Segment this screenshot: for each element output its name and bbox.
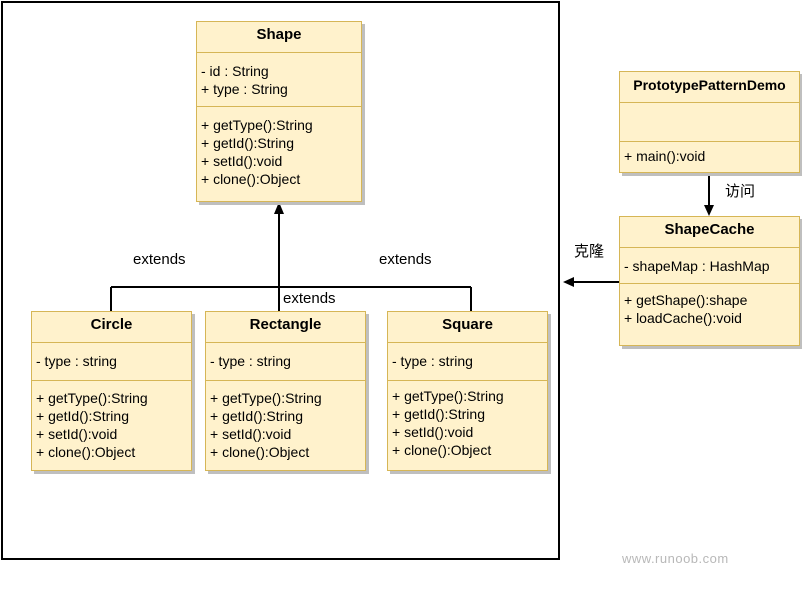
class-square-title: Square — [388, 312, 547, 343]
method: + getId():String — [36, 408, 129, 424]
attribute: - id : String — [201, 63, 269, 79]
attribute: - type : string — [36, 353, 117, 369]
class-circle: Circle - type : string + getType():Strin… — [31, 311, 192, 471]
method: + main():void — [624, 148, 706, 164]
method: + clone():Object — [392, 442, 492, 458]
method: + getShape():shape — [624, 292, 748, 308]
clone-label: 克隆 — [574, 242, 605, 260]
class-circle-methods: + getType():String + getId():String + se… — [32, 381, 191, 461]
class-circle-title: Circle — [32, 312, 191, 343]
method: + getId():String — [210, 408, 303, 424]
class-rectangle-attributes: - type : string — [206, 343, 365, 381]
attribute: + type : String — [201, 81, 288, 97]
extends-label-right: extends — [379, 251, 432, 268]
attribute: - shapeMap : HashMap — [624, 258, 770, 274]
attribute: - type : string — [210, 353, 291, 369]
method: + clone():Object — [201, 171, 301, 187]
class-cache-methods: + getShape():shape + loadCache():void — [620, 284, 799, 327]
class-shape-title: Shape — [197, 22, 361, 53]
class-shape-attributes: - id : String + type : String — [197, 53, 361, 107]
watermark: www.runoob.com — [622, 551, 729, 566]
diagram-frame — [1, 1, 560, 560]
method: + loadCache():void — [624, 310, 742, 326]
class-shape-cache: ShapeCache - shapeMap : HashMap + getSha… — [619, 216, 800, 346]
method: + setId():void — [36, 426, 118, 442]
class-square-attributes: - type : string — [388, 343, 547, 381]
attribute: - type : string — [392, 353, 473, 369]
class-rectangle-methods: + getType():String + getId():String + se… — [206, 381, 365, 461]
method: + setId():void — [392, 424, 474, 440]
class-demo-methods: + main():void — [620, 142, 799, 165]
method: + getId():String — [201, 135, 294, 151]
class-cache-attributes: - shapeMap : HashMap — [620, 248, 799, 284]
class-demo-title: PrototypePatternDemo — [620, 72, 799, 103]
method: + getId():String — [392, 406, 485, 422]
class-rectangle-title: Rectangle — [206, 312, 365, 343]
method: + getType():String — [392, 388, 504, 404]
class-demo-attributes — [620, 103, 799, 142]
extends-label-left: extends — [133, 251, 186, 268]
inherit-arrowhead — [274, 202, 284, 214]
class-rectangle: Rectangle - type : string + getType():St… — [205, 311, 366, 471]
class-prototype-pattern-demo: PrototypePatternDemo + main():void — [619, 71, 800, 173]
extends-label-middle: extends — [283, 290, 336, 307]
method: + clone():Object — [36, 444, 136, 460]
class-square-methods: + getType():String + getId():String + se… — [388, 381, 547, 459]
method: + clone():Object — [210, 444, 310, 460]
method: + getType():String — [36, 390, 148, 406]
class-shape-methods: + getType():String + getId():String + se… — [197, 107, 361, 188]
class-shape: Shape - id : String + type : String + ge… — [196, 21, 362, 202]
method: + setId():void — [201, 153, 283, 169]
access-arrowhead — [704, 205, 714, 216]
method: + getType():String — [201, 117, 313, 133]
class-square: Square - type : string + getType():Strin… — [387, 311, 548, 471]
access-label: 访问 — [725, 182, 756, 200]
class-circle-attributes: - type : string — [32, 343, 191, 381]
clone-arrowhead — [563, 277, 574, 287]
class-cache-title: ShapeCache — [620, 217, 799, 248]
method: + setId():void — [210, 426, 292, 442]
method: + getType():String — [210, 390, 322, 406]
